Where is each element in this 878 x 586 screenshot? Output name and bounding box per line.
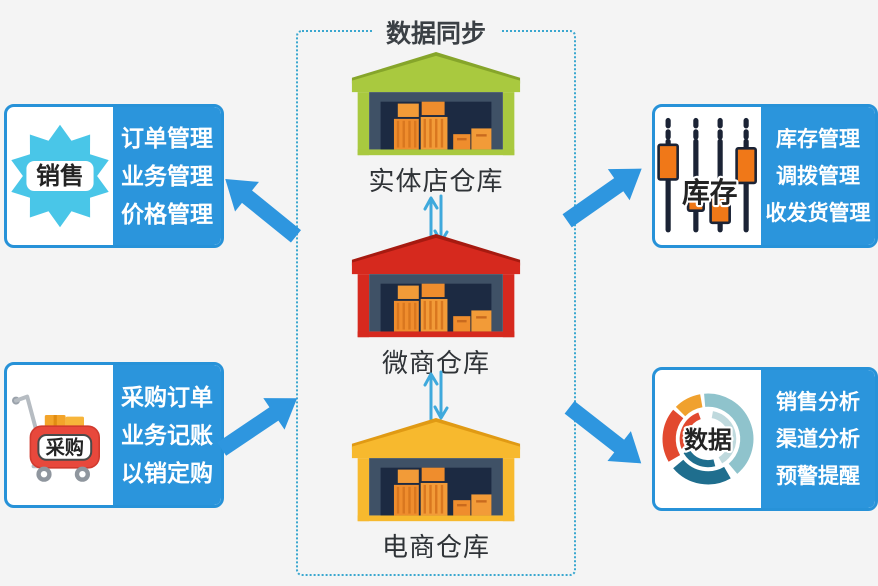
inventory-icon-area: 库存 bbox=[655, 107, 761, 245]
data-icon-area: 数据 bbox=[655, 370, 761, 508]
feature-item: 库存管理 bbox=[776, 127, 860, 151]
arrow-center-to-data-icon bbox=[564, 400, 642, 464]
sliders-icon: 库存 bbox=[657, 117, 757, 233]
feature-item: 以销定购 bbox=[121, 460, 213, 486]
data-feature-list: 销售分析 渠道分析 预警提醒 bbox=[761, 370, 875, 508]
arrow-center-to-inventory-icon bbox=[562, 168, 642, 228]
warehouse-physical-store: 实体店仓库 bbox=[350, 52, 522, 198]
feature-item: 渠道分析 bbox=[776, 427, 860, 451]
data-badge-label: 数据 bbox=[684, 427, 732, 454]
feature-item: 价格管理 bbox=[121, 201, 213, 227]
feature-item: 收发货管理 bbox=[765, 201, 871, 225]
sales-feature-list: 订单管理 业务管理 价格管理 bbox=[113, 107, 221, 245]
inventory-feature-list: 库存管理 调拨管理 收发货管理 bbox=[761, 107, 875, 245]
inventory-badge-label: 库存 bbox=[682, 177, 738, 208]
warehouse-label: 微商仓库 bbox=[381, 348, 490, 378]
crates-icon bbox=[393, 283, 492, 332]
purchase-icon-area: 采购 bbox=[7, 365, 113, 505]
sales-badge-label: 销售 bbox=[36, 162, 84, 190]
arrow-center-to-sales-icon bbox=[225, 179, 302, 243]
feature-item: 订单管理 bbox=[121, 125, 213, 151]
data-module-card: 数据 销售分析 渠道分析 预警提醒 bbox=[652, 367, 878, 511]
sales-module-card: 销售 订单管理 业务管理 价格管理 bbox=[4, 104, 224, 248]
warehouse-label: 电商仓库 bbox=[381, 532, 490, 562]
warehouse-icon bbox=[351, 52, 521, 156]
purchase-feature-list: 采购订单 业务记账 以销定购 bbox=[113, 365, 221, 505]
crates-icon bbox=[393, 467, 492, 516]
donut-chart-icon: 数据 bbox=[662, 393, 754, 485]
warehouse-wechat: 微商仓库 bbox=[350, 234, 522, 380]
warehouse-ecommerce: 电商仓库 bbox=[350, 418, 522, 564]
purchase-module-card: 采购 采购订单 业务记账 以销定购 bbox=[4, 362, 224, 508]
sync-title: 数据同步 bbox=[371, 14, 501, 50]
crates-icon bbox=[393, 101, 492, 150]
feature-item: 销售分析 bbox=[776, 390, 860, 414]
purchase-badge-label: 采购 bbox=[45, 436, 84, 459]
feature-item: 业务管理 bbox=[121, 163, 213, 189]
arrow-purchase-to-center-icon bbox=[217, 398, 298, 456]
starburst-badge-icon: 销售 bbox=[11, 124, 109, 228]
inventory-module-card: 库存 库存管理 调拨管理 收发货管理 bbox=[652, 104, 878, 248]
shopping-cart-icon: 采购 bbox=[12, 394, 101, 482]
feature-item: 采购订单 bbox=[121, 384, 213, 410]
feature-item: 调拨管理 bbox=[776, 164, 860, 188]
warehouse-icon bbox=[351, 234, 521, 338]
feature-item: 业务记账 bbox=[121, 422, 213, 448]
feature-item: 预警提醒 bbox=[776, 464, 860, 488]
sync-arrow-icon bbox=[423, 370, 449, 422]
data-sync-panel: 数据同步 bbox=[296, 14, 576, 576]
warehouse-label: 实体店仓库 bbox=[368, 166, 504, 196]
warehouse-icon bbox=[351, 418, 521, 522]
sales-icon-area: 销售 bbox=[7, 107, 113, 245]
